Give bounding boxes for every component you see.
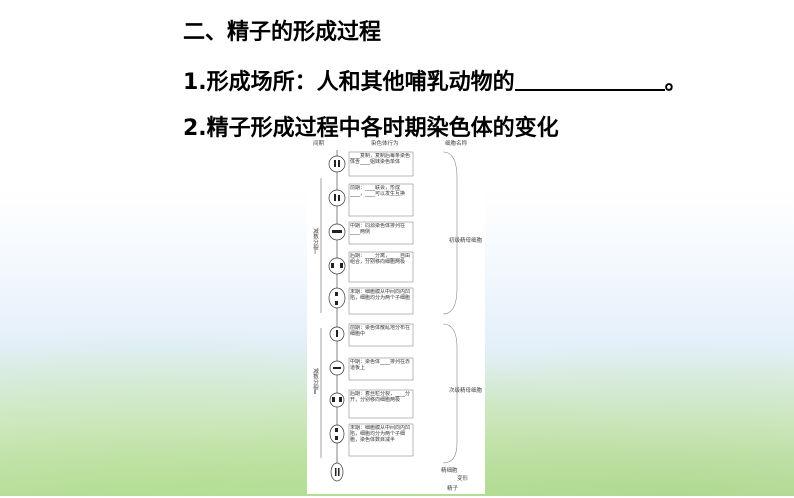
cell-circles xyxy=(328,155,346,482)
stage-prophase1: 前期：____联会，形成____，____可以发生互换 xyxy=(350,185,406,197)
label-chromosome-behavior: 染色体行为 xyxy=(371,139,399,147)
diagram-svg: 间期 染色体行为 细胞名称 减数分裂Ⅰ 减数分裂Ⅱ 初级精母细胞 次级精母细胞 … xyxy=(312,139,483,492)
stage-anaphase2: 后期：着丝粒分裂，____分开，分别移向细胞两极 xyxy=(350,391,411,403)
cell-sperm: 精子 xyxy=(447,484,459,492)
cell-primary: 初级精母细胞 xyxy=(449,236,483,244)
label-meiosis2: 减数分裂Ⅱ xyxy=(312,367,319,396)
stage-telophase1: 末期：细胞膜从中间向内凹陷，细胞均分为两个子细胞 xyxy=(350,289,411,301)
answer-blank xyxy=(514,69,665,91)
stage-metaphase2: 中期：染色体____排列在赤道板上 xyxy=(350,359,411,371)
spermatogenesis-diagram: 间期 染色体行为 细胞名称 减数分裂Ⅰ 减数分裂Ⅱ 初级精母细胞 次级精母细胞 … xyxy=(307,138,485,494)
bracket-primary xyxy=(442,151,458,315)
stage-interphase: ____复制，复制后每条染色体含____姐妹染色单体 xyxy=(350,153,411,165)
label-interphase-header: 间期 xyxy=(313,139,325,147)
stage-metaphase1: 中期：同源染色体排列在____两侧 xyxy=(350,223,406,235)
question-2: 2.精子形成过程中各时期染色体的变化 xyxy=(183,116,559,141)
question-1-text: 1.形成场所：人和其他哺乳动物的 xyxy=(183,70,515,95)
question-1: 1.形成场所：人和其他哺乳动物的 。 xyxy=(183,64,687,96)
stage-prophase2: 前期：染色体散乱地分布在细胞中 xyxy=(350,325,411,337)
label-cell-name: 细胞名称 xyxy=(445,139,468,147)
stage-telophase2: 末期：细胞膜从中间向内凹陷，细胞均分为两个子细胞，染色体数目减半 xyxy=(350,425,411,443)
cell-change: 变形 xyxy=(457,474,469,482)
label-meiosis1: 减数分裂Ⅰ xyxy=(312,227,319,256)
stage-texts: ____复制，复制后每条染色体含____姐妹染色单体 前期：____联会，形成_… xyxy=(350,153,411,443)
stage-anaphase1: 后期：____分离，____自由组合，分别移向细胞两极 xyxy=(350,253,411,265)
cell-secondary: 次级精母细胞 xyxy=(449,386,483,394)
chromosome-marks xyxy=(331,160,343,476)
section-heading: 二、精子的形成过程 xyxy=(183,20,382,45)
stage-boxes xyxy=(348,151,414,457)
cell-sperm-cell: 精细胞 xyxy=(441,466,458,474)
bracket-secondary xyxy=(442,323,458,464)
question-1-suffix: 。 xyxy=(664,70,687,95)
